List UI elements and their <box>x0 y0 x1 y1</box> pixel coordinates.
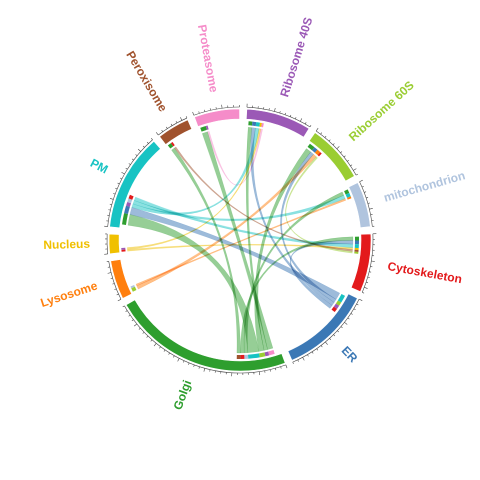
ring-mark-golgi-4 <box>244 354 249 359</box>
ticks-lysosome <box>106 261 122 302</box>
sector-label-mitochondrion: mitochondrion <box>382 168 467 205</box>
ticks-nucleus <box>104 233 109 255</box>
ring-mark-mitochondrion-15 <box>347 196 352 200</box>
ring-mark-ribosome-60s-14 <box>314 149 321 156</box>
ring-mark-pm-13 <box>128 194 134 200</box>
ring-mark-er-8 <box>335 300 342 306</box>
ring-mark-proteasome-0 <box>200 126 207 132</box>
ring-mark-golgi-5 <box>240 354 245 359</box>
sector-arc-er <box>287 293 358 361</box>
chord-nucleus-cytoskeleton <box>127 243 354 252</box>
sector-label-proteasome: Proteasome <box>195 23 221 93</box>
ring-mark-golgi-3 <box>247 353 260 359</box>
sector-label-peroxisome: Peroxisome <box>123 49 170 115</box>
sector-label-er: ER <box>339 343 361 365</box>
sector-label-ribosome-60s: Ribosome 60S <box>346 78 417 144</box>
ring-mark-golgi-0 <box>268 350 275 356</box>
axis-ticks <box>104 103 377 377</box>
ring-mark-nucleus-17 <box>121 247 126 250</box>
ticks-cytoskeleton <box>361 233 377 294</box>
ring-mark-ribosome-60s-20 <box>317 152 322 157</box>
ring-mark-cytoskeleton-16 <box>354 247 359 251</box>
ring-mark-cytoskeleton-5 <box>354 236 359 241</box>
ring-mark-cytoskeleton-20 <box>354 251 359 254</box>
ticks-ribosome-60s <box>315 127 359 176</box>
ring-mark-golgi-1 <box>264 351 270 357</box>
chord-ribosome-60s-cytoskeleton <box>285 156 353 254</box>
chord-pm-mitochondrion <box>132 194 346 221</box>
chord-golgi-peroxisome <box>171 147 241 354</box>
ticks-proteasome <box>192 104 240 116</box>
sector-arc-nucleus <box>108 233 120 255</box>
chord-er-cytoskeleton <box>289 240 354 309</box>
ring-mark-ribosome-40s-11 <box>255 122 261 127</box>
chord-peroxisome-cytoskeleton <box>174 146 353 252</box>
ring-mark-nucleus-16 <box>121 249 126 252</box>
ring-mark-ribosome-40s-18 <box>261 123 264 128</box>
ring-mark-mitochondrion-4 <box>344 189 350 195</box>
sector-arc-proteasome <box>194 108 240 127</box>
ring-mark-er-7 <box>337 294 346 303</box>
ring-mark-cytoskeleton-19 <box>354 249 359 252</box>
sector-label-golgi: Golgi <box>171 378 195 412</box>
inner-color-ring <box>121 121 359 359</box>
sector-label-pm: PM <box>88 156 110 177</box>
sector-arc-lysosome <box>110 259 133 299</box>
ring-mark-golgi-6 <box>236 354 241 359</box>
chord-lysosome-mitochondrion <box>135 198 347 287</box>
chord-golgi-cytoskeleton <box>240 236 354 354</box>
ticks-pm <box>104 138 153 227</box>
ring-mark-lysosome-15 <box>130 284 135 289</box>
ring-mark-mitochondrion-12 <box>345 192 351 198</box>
sector-arc-pm <box>109 140 161 229</box>
ticks-peroxisome <box>155 116 188 136</box>
ring-mark-ribosome-60s-8 <box>311 147 318 153</box>
ring-mark-cytoskeleton-13 <box>354 244 359 249</box>
sector-label-nucleus: Nucleus <box>43 237 90 252</box>
ring-mark-golgi-2 <box>259 352 266 358</box>
ring-mark-er-9 <box>333 303 340 309</box>
ticks-er <box>292 298 363 365</box>
ring-mark-peroxisome-19 <box>170 141 175 147</box>
chord-er-ribosome-40s <box>250 127 335 306</box>
chord-links <box>126 127 354 354</box>
sector-arc-ribosome-60s <box>308 132 355 182</box>
ring-mark-ribosome-60s-2 <box>307 143 315 151</box>
chord-proteasome-ribosome-40s <box>207 128 263 186</box>
ring-mark-ribosome-40s-17 <box>259 122 262 127</box>
ticks-golgi <box>122 305 288 377</box>
chord-nucleus-ribosome-40s <box>126 128 262 250</box>
ticks-ribosome-40s <box>246 103 312 128</box>
sector-arc-mitochondrion <box>348 182 371 228</box>
ring-mark-pm-12 <box>127 198 133 204</box>
sector-arcs <box>108 108 372 372</box>
sector-arc-ribosome-40s <box>246 108 310 138</box>
ring-mark-pm-11 <box>126 201 132 207</box>
chord-pm-cytoskeleton <box>133 196 354 248</box>
ring-mark-ribosome-40s-1 <box>248 121 253 126</box>
ring-mark-er-10 <box>331 306 337 313</box>
ring-mark-peroxisome-6 <box>167 143 174 149</box>
sector-label-lysosome: Lysosome <box>39 278 100 309</box>
ring-mark-lysosome-14 <box>131 286 137 292</box>
sector-arc-peroxisome <box>159 119 193 145</box>
ring-mark-pm-7 <box>124 205 130 214</box>
ring-mark-ribosome-40s-9 <box>252 121 257 127</box>
sector-label-cytoskeleton: Cytoskeleton <box>386 259 463 286</box>
ring-mark-pm-3 <box>122 213 128 225</box>
sector-arc-cytoskeleton <box>350 233 372 293</box>
sector-label-ribosome-40s: Ribosome 40S <box>277 16 315 99</box>
chord-er-ribosome-60s <box>280 151 337 303</box>
ring-mark-cytoskeleton-10 <box>354 240 359 245</box>
ring-mark-proteasome-18 <box>205 125 209 130</box>
ticks-mitochondrion <box>359 179 375 227</box>
